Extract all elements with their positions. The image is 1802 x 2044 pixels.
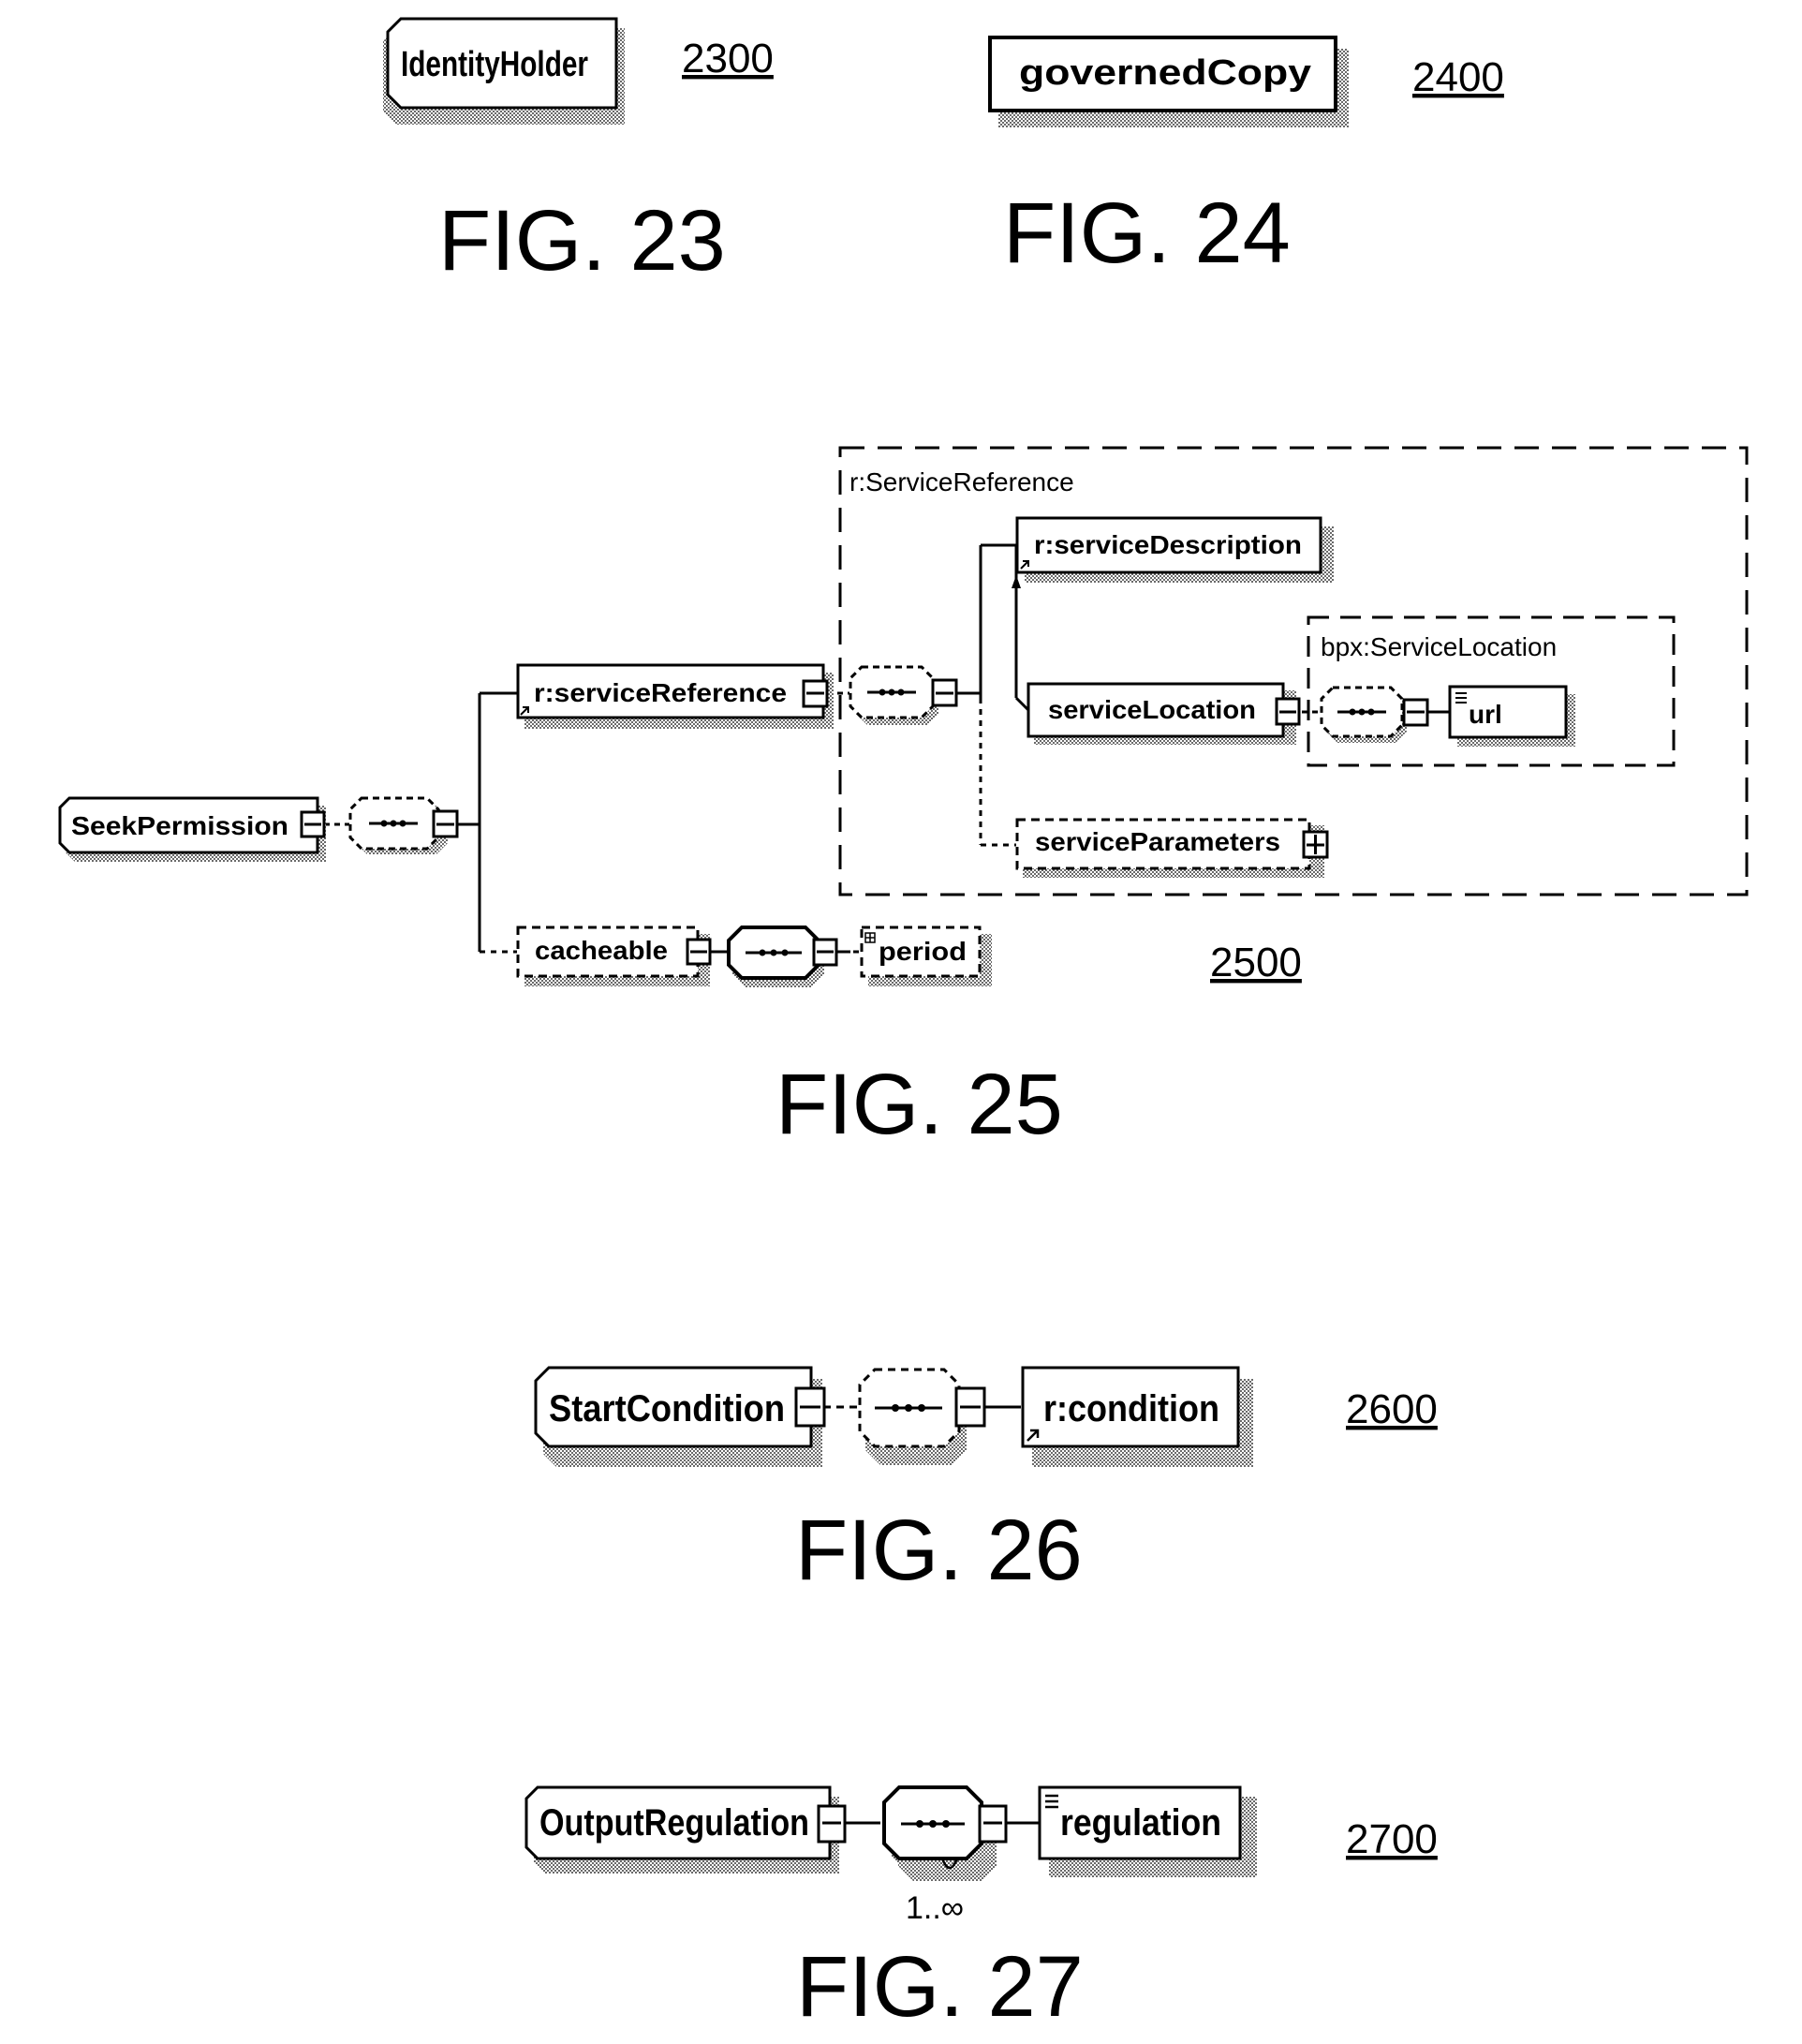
service-location-element: serviceLocation [1028, 684, 1299, 745]
regulation-label: regulation [1060, 1802, 1221, 1844]
fig27-ref: 2700 [1346, 1816, 1438, 1862]
fig25-connectors [324, 545, 1476, 952]
service-description-element: r:serviceDescription [1017, 518, 1334, 583]
fig23-ref: 2300 [682, 36, 774, 81]
sequence-compositor-icon [850, 667, 956, 725]
fig26-ref: 2600 [1346, 1386, 1438, 1432]
condition-label: r:condition [1043, 1388, 1219, 1429]
service-description-label: r:serviceDescription [1034, 530, 1302, 559]
fig23: IdentityHolder 2300 FIG. 23 [383, 19, 774, 289]
cacheable-label: cacheable [535, 936, 668, 965]
service-parameters-element: serviceParameters [1017, 820, 1327, 878]
period-label: period [879, 937, 967, 966]
output-regulation-element: OutputRegulation [526, 1787, 845, 1874]
fig27: OutputRegulation 1..∞ regulation 2700 FI… [526, 1787, 1438, 2035]
governed-copy-label: governedCopy [1019, 53, 1311, 93]
start-condition-label: StartCondition [549, 1388, 785, 1429]
service-description-arrow-icon [1012, 575, 1021, 588]
identity-holder-element: IdentityHolder [383, 19, 625, 125]
output-regulation-label: OutputRegulation [539, 1802, 809, 1844]
service-location-label: serviceLocation [1048, 695, 1256, 724]
sequence-compositor-icon [729, 927, 836, 987]
fig25-ref: 2500 [1210, 940, 1302, 985]
sequence-compositor-icon [1322, 688, 1427, 743]
fig26: StartCondition r:condition 2600 FIG. 26 [536, 1368, 1438, 1598]
sequence-compositor-icon [884, 1787, 1006, 1881]
service-reference-element: r:serviceReference [518, 665, 834, 729]
fig27-caption: FIG. 27 [796, 1939, 1084, 2035]
service-reference-group-label: r:ServiceReference [849, 467, 1074, 496]
service-reference-label: r:serviceReference [534, 678, 787, 707]
cardinality-label: 1..∞ [906, 1890, 964, 1926]
identity-holder-label: IdentityHolder [401, 45, 588, 84]
fig26-caption: FIG. 26 [795, 1503, 1083, 1598]
service-parameters-label: serviceParameters [1035, 827, 1280, 856]
regulation-element: regulation [1040, 1787, 1257, 1877]
fig24: governedCopy 2400 FIG. 24 [990, 37, 1504, 281]
cacheable-element: cacheable [518, 927, 710, 986]
fig25: r:ServiceReference bpx:ServiceLocation [60, 448, 1747, 1152]
url-label: url [1469, 700, 1502, 729]
fig25-caption: FIG. 25 [775, 1057, 1063, 1152]
condition-element: r:condition [1023, 1368, 1253, 1467]
fig24-caption: FIG. 24 [1003, 185, 1291, 281]
service-location-group-label: bpx:ServiceLocation [1321, 632, 1557, 661]
start-condition-element: StartCondition [536, 1368, 824, 1467]
sequence-compositor-icon [860, 1370, 984, 1465]
seek-permission-label: SeekPermission [71, 811, 288, 840]
seek-permission-element: SeekPermission [60, 798, 326, 862]
url-element: url [1450, 687, 1575, 747]
fig23-caption: FIG. 23 [438, 193, 726, 289]
sequence-compositor-icon [350, 798, 457, 854]
governed-copy-element: governedCopy [990, 37, 1349, 127]
period-element: period [862, 927, 992, 986]
fig24-ref: 2400 [1412, 54, 1504, 100]
